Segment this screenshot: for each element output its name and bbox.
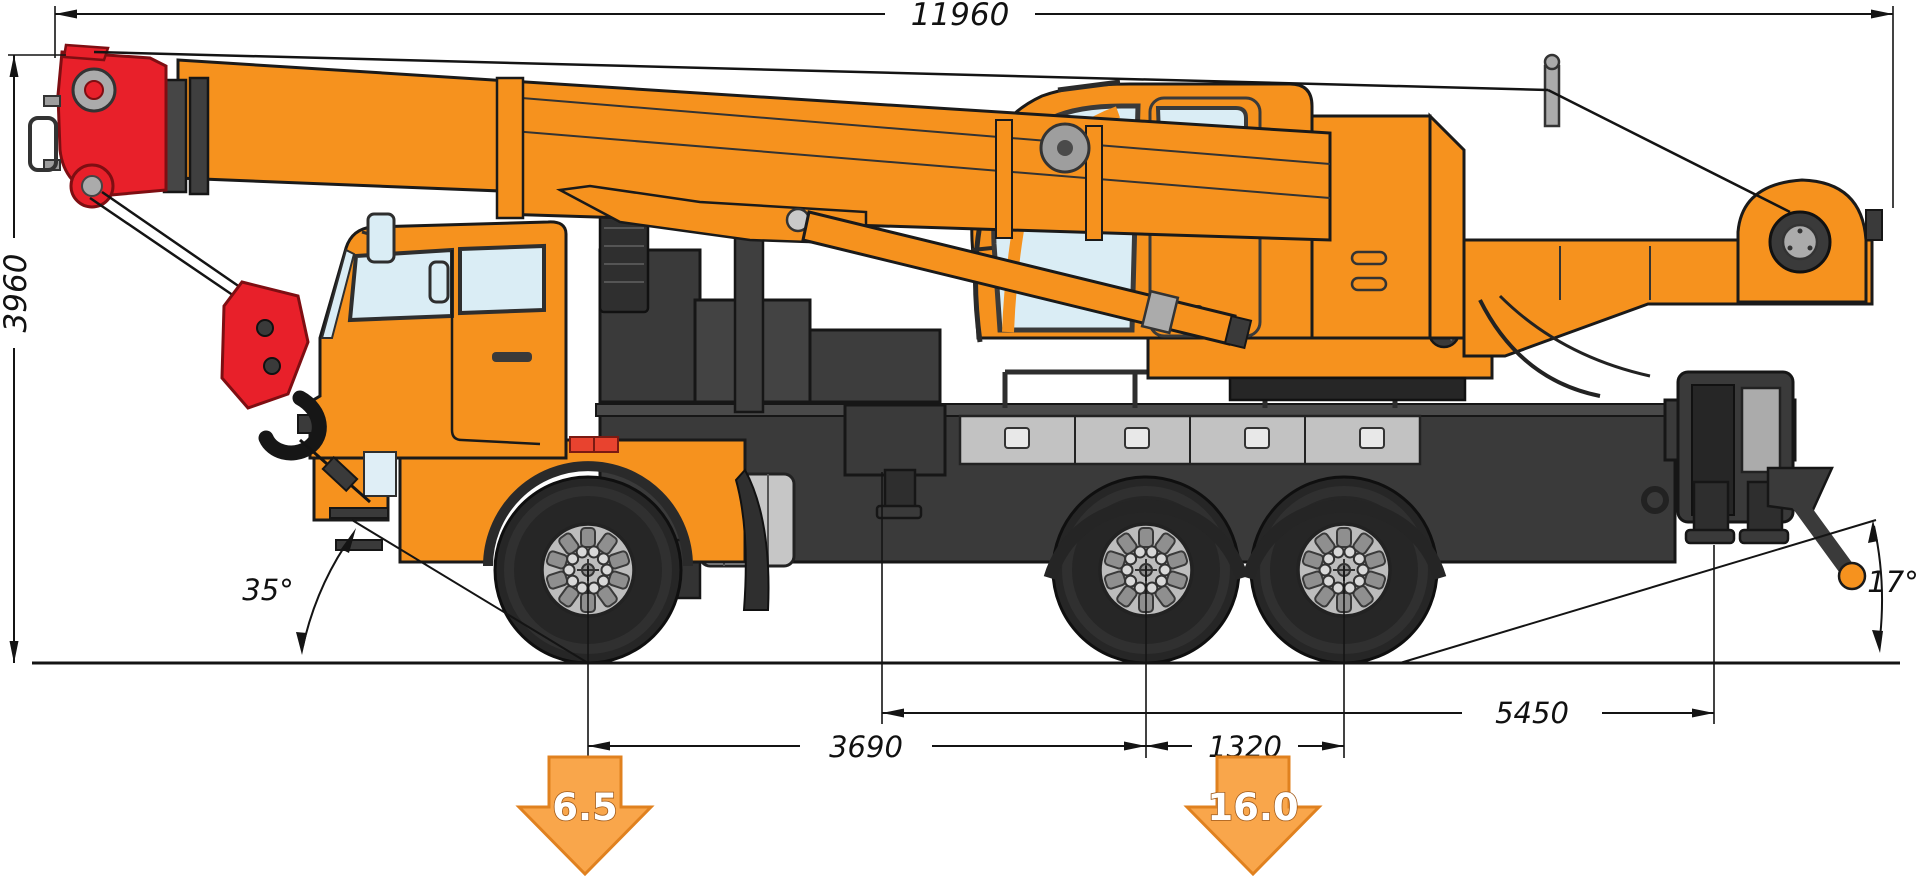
rear-outrigger (1641, 370, 1867, 591)
rear-jack-pad-left (1684, 528, 1736, 545)
front-wheelbase-label: 3690 (829, 730, 903, 764)
rear-side-window (458, 243, 546, 316)
driver-cab (297, 196, 770, 611)
pivot-plate-front (995, 119, 1013, 239)
rope-guard (28, 116, 58, 172)
rear-bar-ball (1837, 561, 1867, 591)
angle-departure: 17° (1399, 519, 1919, 664)
overall-height-label: 3960 (0, 254, 34, 333)
front-mudflap (734, 468, 770, 611)
approach-line (351, 519, 589, 664)
dim-overall-length: 11960 (54, 0, 1894, 208)
boom-cable (93, 50, 1549, 92)
hook-block-plate (220, 280, 310, 410)
cab-step-lower (335, 539, 383, 551)
hydraulic-hose (1478, 299, 1601, 398)
rear-bogie-load-label: 16.0 (1207, 786, 1298, 829)
wiper (1057, 79, 1121, 93)
rear-wheel-arch (1241, 499, 1447, 580)
front-axle-load-label: 6.5 (552, 786, 618, 829)
boom (176, 58, 1332, 350)
tow-hook (1641, 486, 1669, 514)
door-handle (492, 352, 532, 362)
front-outrigger (843, 403, 947, 520)
load-arrow-front: 6.5 (515, 755, 655, 877)
step-recess (363, 451, 397, 497)
rear-jack-pad-right (1738, 528, 1790, 545)
rear-bar (1787, 490, 1857, 580)
dim-outrigger-base: 5450 (881, 472, 1715, 730)
dim-overall-height: 3960 (0, 54, 66, 663)
overall-length-label: 11960 (911, 0, 1010, 33)
approach-angle-label: 35° (242, 573, 293, 607)
angle-approach: 35° (242, 519, 589, 664)
truck-crane-figure (28, 43, 1883, 663)
cab-step-upper (329, 507, 389, 519)
windshield-edge (320, 248, 356, 339)
boom-section-collar (495, 76, 525, 220)
hoist-rope (89, 196, 241, 302)
main-mirror (366, 212, 396, 264)
pivot-plate-rear (1085, 125, 1103, 241)
boom-head (28, 43, 1791, 302)
turnbuckle (321, 455, 359, 493)
turntable (1228, 376, 1467, 402)
boom-rest-post (733, 218, 765, 414)
cylinder-collar (1140, 289, 1180, 335)
spotter-mirror (428, 260, 450, 304)
door-seam (450, 250, 541, 446)
cylinder-clevis (1223, 314, 1253, 350)
departure-line (1399, 519, 1877, 664)
outrigger-base-label: 5450 (1495, 696, 1569, 730)
side-lockers (958, 414, 1422, 466)
hook-block (220, 280, 371, 504)
cable-mast (1543, 64, 1561, 128)
middle-wheel-arch (1043, 499, 1249, 580)
machinery-housing (1310, 114, 1432, 340)
departure-angle-label: 17° (1867, 565, 1918, 599)
load-arrow-rear: 16.0 (1183, 755, 1323, 877)
